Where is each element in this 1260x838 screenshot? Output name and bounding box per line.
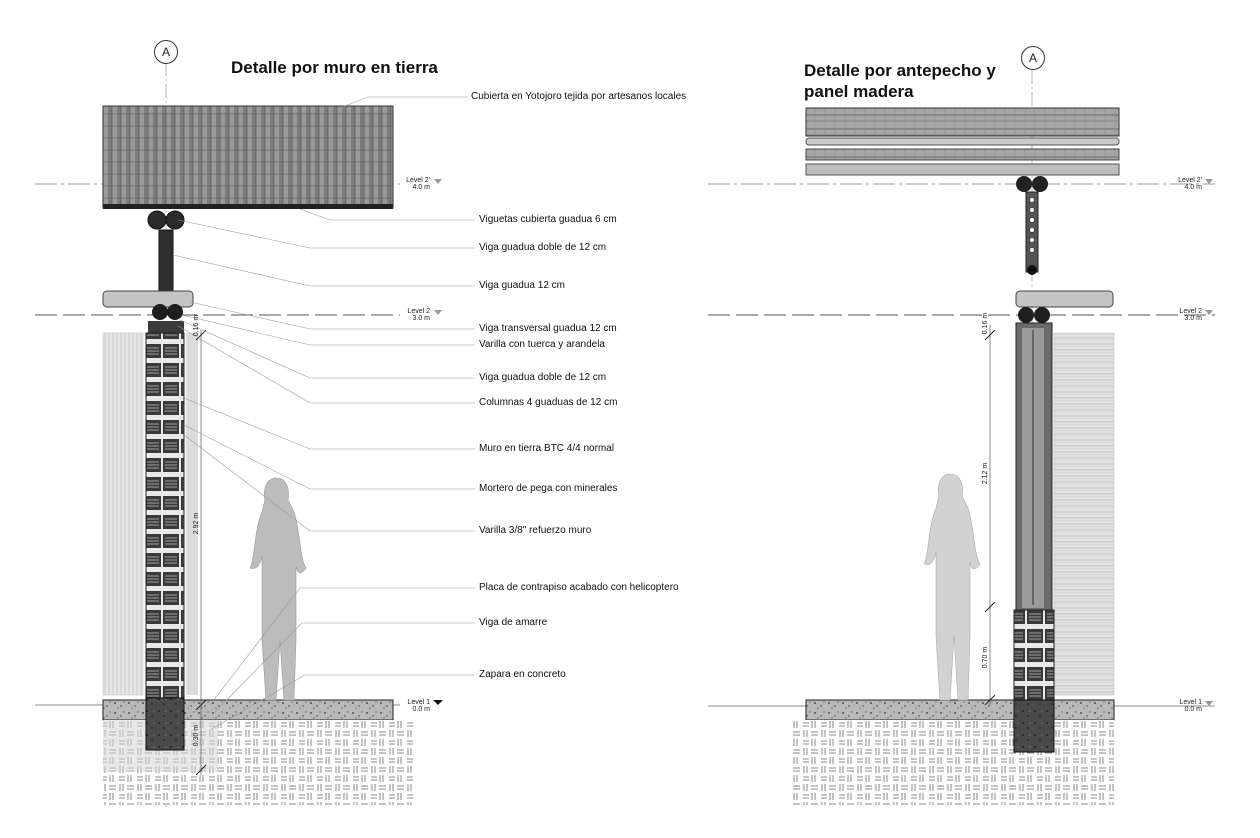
beam-section-left bbox=[152, 304, 168, 320]
annotation-bamboo-beam: Viga guadua 12 cm bbox=[479, 280, 565, 291]
dimension-tick bbox=[195, 764, 207, 776]
left-detail-title: Detalle por muro en tierra bbox=[231, 58, 438, 77]
dimension-text: 0.70 m bbox=[982, 646, 990, 669]
level-marker bbox=[434, 310, 442, 315]
annotation-mortar: Mortero de pega con minerales bbox=[479, 483, 618, 494]
yotojoro-roof bbox=[102, 105, 394, 209]
dimension-text: 0.16 m bbox=[193, 314, 201, 337]
level-elevation: 3.0 m bbox=[1184, 315, 1202, 322]
transversal-bamboo-beam bbox=[102, 290, 194, 308]
annotation-transversal-beam: Viga transversal guadua 12 cm bbox=[479, 323, 617, 334]
concrete-footing bbox=[145, 697, 185, 751]
strut-base-node bbox=[1027, 265, 1037, 275]
annotation-roof-joists: Viguetas cubierta guadua 6 cm bbox=[479, 214, 617, 225]
annotation-double-beam-lower: Viga guadua doble de 12 cm bbox=[479, 372, 607, 383]
dimension-text: 0.16 m bbox=[982, 312, 990, 335]
earth-block-parapet bbox=[1013, 609, 1055, 701]
level-marker bbox=[433, 700, 443, 705]
level-label: Level 1 0.0 m bbox=[1156, 699, 1202, 713]
left-section-detail bbox=[35, 62, 475, 810]
level-label: Level 2' 4.0 m bbox=[1156, 177, 1202, 191]
dimension-tick bbox=[195, 699, 207, 711]
grid-bubble-a: A bbox=[1021, 46, 1045, 70]
annotation-earth-wall: Muro en tierra BTC 4/4 normal bbox=[479, 443, 615, 454]
bolt-sequence bbox=[1029, 197, 1035, 253]
level-elevation: 3.0 m bbox=[412, 315, 430, 322]
adjacent-wall-elevation bbox=[102, 332, 144, 696]
level-name: Level 2' bbox=[1178, 177, 1202, 184]
level-name: Level 2 bbox=[1179, 308, 1202, 315]
annotation-leaders bbox=[172, 96, 475, 731]
level-marker bbox=[434, 179, 442, 184]
dimension-tick bbox=[984, 329, 996, 341]
dimension-tick bbox=[984, 694, 996, 706]
wood-panel-elevation bbox=[1053, 332, 1115, 696]
annotation-rebar: Varilla 3/8" refuerzo muro bbox=[479, 525, 592, 536]
roof-purlin bbox=[805, 137, 1120, 146]
human-scale-figure bbox=[249, 477, 307, 701]
roof-beam-layer bbox=[805, 163, 1120, 176]
roof-joist-band bbox=[103, 204, 393, 209]
right-title-line-1: Detalle por antepecho y bbox=[804, 61, 996, 80]
level-name: Level 1 bbox=[1179, 699, 1202, 706]
double-beam-base bbox=[148, 321, 184, 333]
concrete-footing bbox=[1013, 699, 1055, 753]
annotation-tie-beam: Viga de amarre bbox=[479, 617, 548, 628]
annotation-floor-slab: Placa de contrapiso acabado con helicopt… bbox=[479, 582, 679, 593]
dimension-text: 2.92 m bbox=[193, 512, 201, 535]
level-elevation: 0.0 m bbox=[412, 706, 430, 713]
dimension-text: 0.30 m bbox=[193, 724, 201, 747]
level-label: Level 2 3.0 m bbox=[1156, 308, 1202, 322]
level-marker bbox=[1205, 310, 1213, 315]
yotojoro-roof bbox=[805, 107, 1120, 137]
grid-bubble-a: A bbox=[154, 40, 178, 64]
btc-earth-block-wall bbox=[145, 332, 185, 699]
dimension-tick bbox=[984, 601, 996, 613]
level-name: Level 2 bbox=[407, 308, 430, 315]
level-name: Level 1 bbox=[407, 699, 430, 706]
double-beam-top-left bbox=[147, 210, 167, 230]
double-beam-top-right bbox=[1032, 176, 1048, 192]
annotation-columns: Columnas 4 guaduas de 12 cm bbox=[479, 397, 618, 408]
level-label: Level 2' 4.0 m bbox=[384, 177, 430, 191]
beam-section-left bbox=[1018, 307, 1034, 323]
level-elevation: 4.0 m bbox=[1184, 184, 1202, 191]
annotation-footing: Zapara en concreto bbox=[479, 669, 566, 680]
level-elevation: 4.0 m bbox=[412, 184, 430, 191]
floor-slab bbox=[805, 699, 1115, 721]
beam-section-right bbox=[1034, 307, 1050, 323]
roof-joist-layer bbox=[805, 148, 1120, 161]
annotation-rod-nut-washer: Varilla con tuerca y arandela bbox=[479, 339, 605, 350]
annotation-roof: Cubierta en Yotojoro tejida por artesano… bbox=[471, 91, 687, 102]
beam-section-right bbox=[167, 304, 183, 320]
right-section-detail bbox=[708, 70, 1215, 805]
transversal-bamboo-beam bbox=[1015, 290, 1114, 308]
level-marker bbox=[1205, 701, 1213, 706]
dimension-text: 2.12 m bbox=[982, 462, 990, 485]
level-marker bbox=[1205, 179, 1213, 184]
wall-side-elevation bbox=[186, 333, 198, 695]
dimension-tick bbox=[195, 329, 207, 341]
level-name: Level 2' bbox=[406, 177, 430, 184]
level-elevation: 0.0 m bbox=[1184, 706, 1202, 713]
right-title-line-2: panel madera bbox=[804, 82, 914, 101]
level-label: Level 1 0.0 m bbox=[384, 699, 430, 713]
double-beam-top-left bbox=[1016, 176, 1032, 192]
ground-soil bbox=[792, 720, 1114, 805]
annotation-double-beam: Viga guadua doble de 12 cm bbox=[479, 242, 607, 253]
human-scale-figure bbox=[923, 473, 981, 701]
double-beam-top-right bbox=[165, 210, 185, 230]
right-detail-title: Detalle por antepecho y panel madera bbox=[804, 60, 996, 102]
level-label: Level 2 3.0 m bbox=[384, 308, 430, 322]
